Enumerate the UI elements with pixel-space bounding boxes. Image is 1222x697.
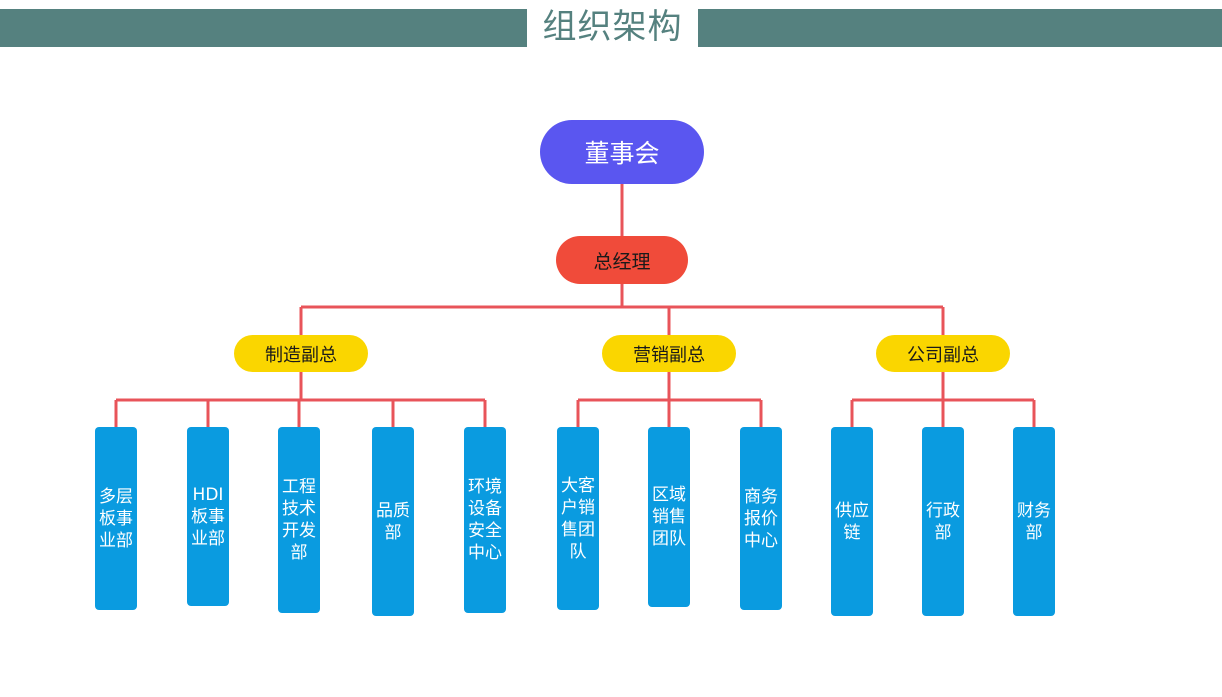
vp-node-manufacturing: 制造副总 [234, 335, 368, 372]
dept-node: 大客户销售团队 [557, 427, 599, 610]
board-node: 董事会 [540, 120, 704, 184]
general-manager-node: 总经理 [556, 236, 688, 284]
dept-node: 多层板事业部 [95, 427, 137, 610]
dept-node: 供应链 [831, 427, 873, 616]
page-title: 组织架构 [542, 7, 683, 47]
dept-node: 财务部 [1013, 427, 1055, 616]
dept-node: HDI板事业部 [187, 427, 229, 606]
dept-node: 区域销售团队 [648, 427, 690, 607]
header-band-right [698, 9, 1222, 47]
vp-node-marketing: 营销副总 [602, 335, 736, 372]
dept-node: 工程技术开发部 [278, 427, 320, 613]
dept-node: 品质部 [372, 427, 414, 616]
dept-node: 环境设备安全中心 [464, 427, 506, 613]
dept-node: 商务报价中心 [740, 427, 782, 610]
header-band-left [0, 9, 527, 47]
dept-node: 行政部 [922, 427, 964, 616]
vp-node-company: 公司副总 [876, 335, 1010, 372]
